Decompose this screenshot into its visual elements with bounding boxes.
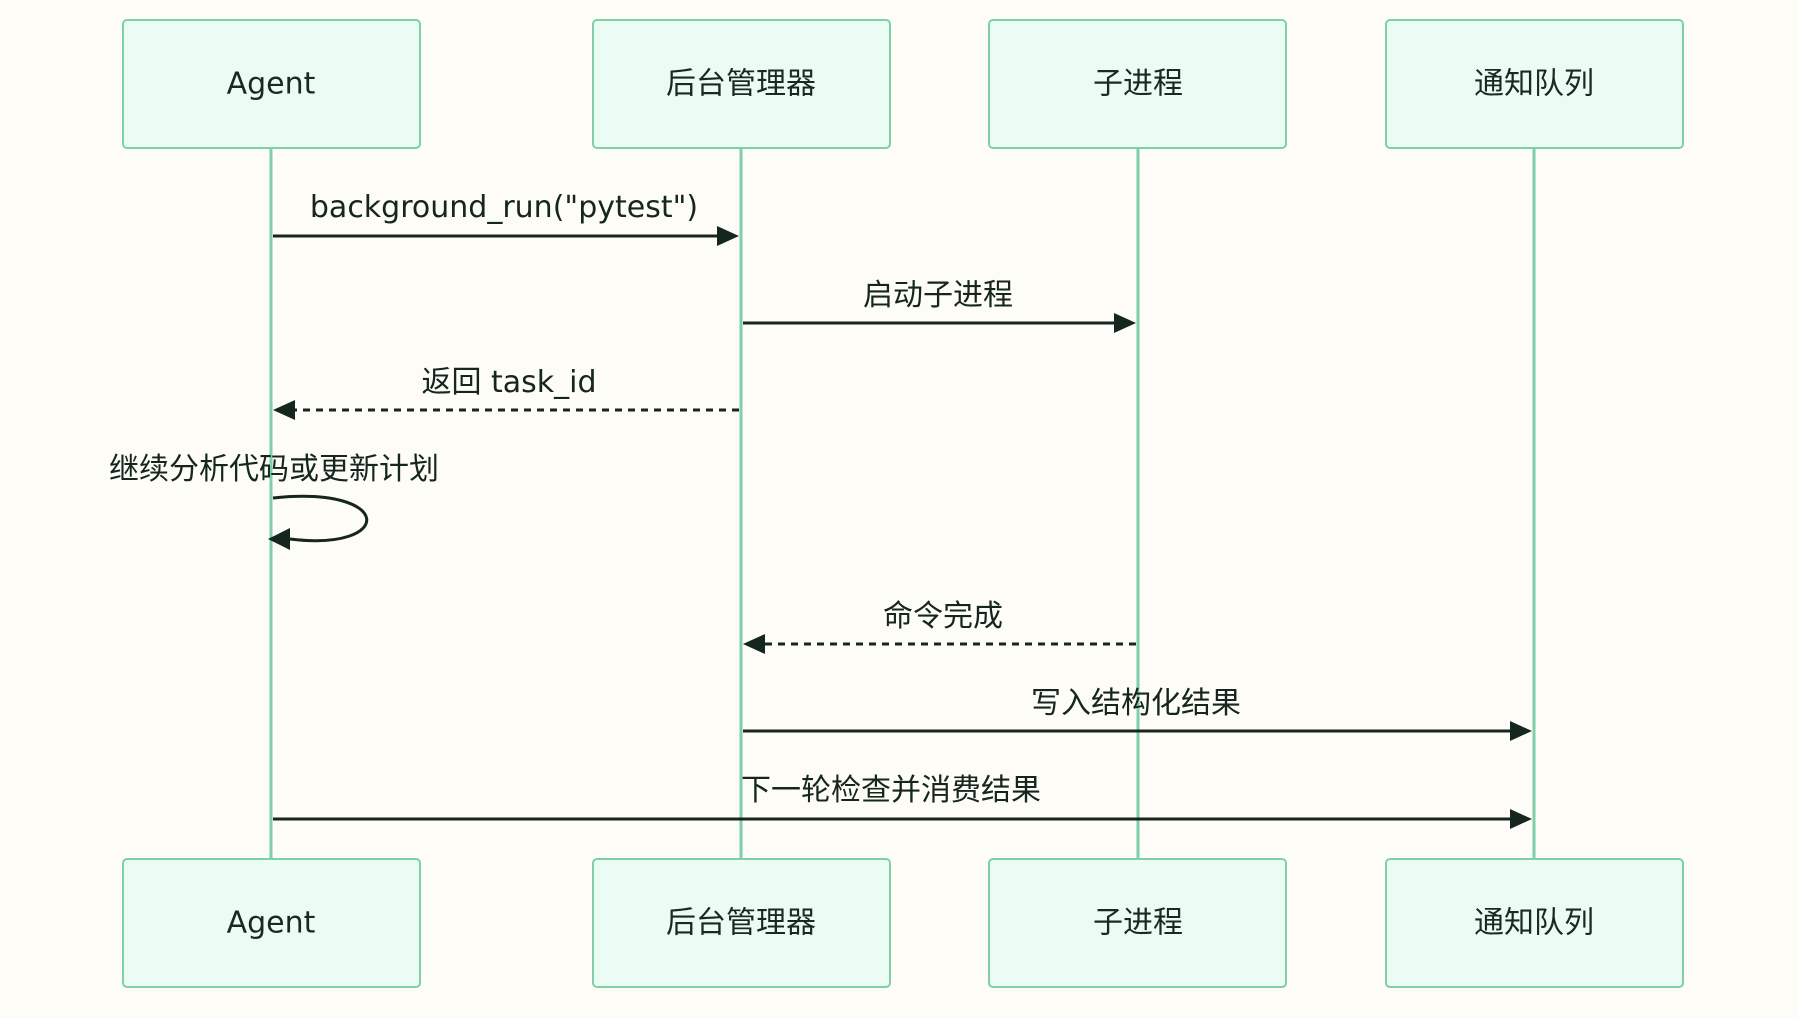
- actor-queue-bottom: 通知队列: [1385, 858, 1684, 988]
- message-consume-result-label: 下一轮检查并消费结果: [741, 773, 1041, 808]
- actor-manager-bottom: 后台管理器: [592, 858, 891, 988]
- message-start-subprocess: 启动子进程: [743, 278, 1136, 333]
- actor-subprocess-bottom-label: 子进程: [1093, 906, 1183, 941]
- message-return-task-id: 返回 task_id: [273, 365, 739, 420]
- actors-top: Agent 后台管理器 子进程 通知队列: [122, 19, 1684, 149]
- message-return-task-id-arrowhead: [273, 400, 295, 420]
- actor-subprocess-bottom: 子进程: [988, 858, 1287, 988]
- message-self-continue: 继续分析代码或更新计划: [109, 452, 439, 550]
- message-start-subprocess-arrowhead: [1114, 313, 1136, 333]
- message-background-run-arrowhead: [717, 226, 739, 246]
- messages: background_run("pytest") 启动子进程 返回 task_i…: [109, 190, 1532, 829]
- actors-bottom: Agent 后台管理器 子进程 通知队列: [122, 858, 1684, 988]
- actor-manager-top-label: 后台管理器: [666, 67, 816, 102]
- message-return-task-id-label: 返回 task_id: [421, 365, 596, 400]
- message-write-result: 写入结构化结果: [743, 686, 1532, 741]
- lifelines: [269, 148, 1536, 860]
- actor-queue-top-label: 通知队列: [1474, 67, 1594, 102]
- message-self-continue-label: 继续分析代码或更新计划: [109, 452, 439, 487]
- actor-subprocess-top: 子进程: [988, 19, 1287, 149]
- actor-subprocess-top-label: 子进程: [1093, 67, 1183, 102]
- actor-queue-top: 通知队列: [1385, 19, 1684, 149]
- message-write-result-arrowhead: [1510, 721, 1532, 741]
- message-write-result-label: 写入结构化结果: [1031, 686, 1241, 721]
- message-self-continue-arrowhead: [268, 528, 290, 550]
- message-command-complete-label: 命令完成: [883, 599, 1003, 634]
- message-start-subprocess-label: 启动子进程: [863, 278, 1013, 313]
- message-background-run-label: background_run("pytest"): [310, 190, 698, 225]
- actor-agent-top: Agent: [122, 19, 421, 149]
- actor-queue-bottom-label: 通知队列: [1474, 906, 1594, 941]
- actor-agent-bottom-label: Agent: [227, 906, 316, 941]
- message-command-complete: 命令完成: [743, 599, 1136, 654]
- message-consume-result-arrowhead: [1510, 809, 1532, 829]
- actor-manager-top: 后台管理器: [592, 19, 891, 149]
- actor-agent-top-label: Agent: [227, 67, 316, 102]
- message-self-continue-loop: [272, 494, 369, 543]
- message-background-run: background_run("pytest"): [273, 190, 739, 246]
- message-command-complete-arrowhead: [743, 634, 765, 654]
- actor-agent-bottom: Agent: [122, 858, 421, 988]
- actor-manager-bottom-label: 后台管理器: [666, 906, 816, 941]
- message-consume-result: 下一轮检查并消费结果: [273, 773, 1532, 829]
